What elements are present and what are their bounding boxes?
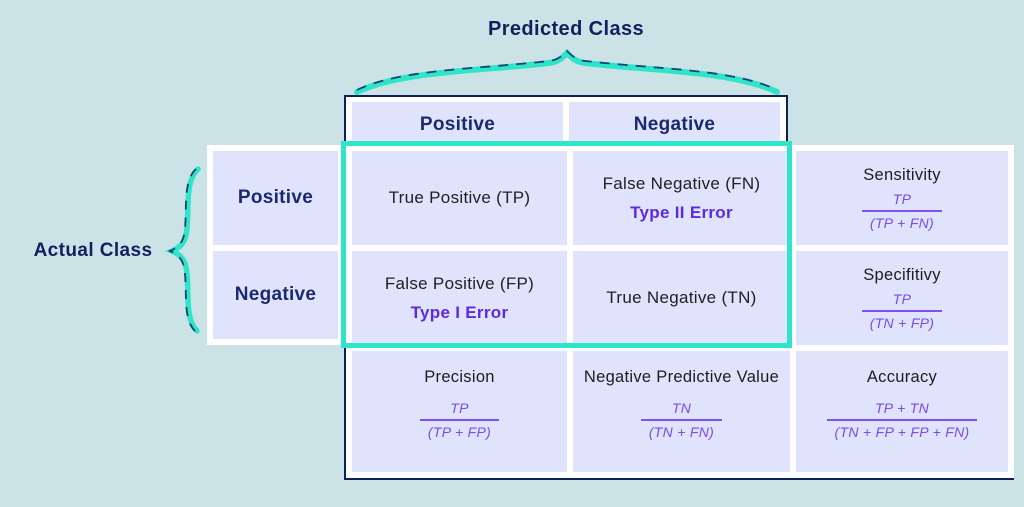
actual-positive-header: Positive <box>213 151 338 245</box>
negative-predictive-value-denominator: (TN + FN) <box>640 419 723 440</box>
predicted-positive-header: Positive <box>352 102 563 147</box>
specificity-cell: Specifitivy TP (TN + FP) <box>796 251 1008 345</box>
type-1-error-label: Type I Error <box>410 302 509 322</box>
false-negative-label: False Negative (FN) <box>602 174 761 194</box>
negative-predictive-value-title: Negative Predictive Value <box>583 367 780 386</box>
actual-header-column: Positive Negative <box>207 145 344 345</box>
predicted-brace-dash-icon <box>356 49 778 91</box>
precision-denominator: (TP + FP) <box>419 419 500 440</box>
precision-cell: Precision TP (TP + FP) <box>352 351 567 472</box>
specificity-denominator: (TN + FP) <box>861 309 943 331</box>
sensitivity-title: Sensitivity <box>863 166 941 185</box>
actual-class-label: Actual Class <box>33 240 153 261</box>
negative-predictive-value-cell: Negative Predictive Value TN (TN + FN) <box>573 351 790 472</box>
type-2-error-label: Type II Error <box>630 202 733 222</box>
accuracy-cell: Accuracy TP + TN (TN + FP + FP + FN) <box>796 351 1008 472</box>
sensitivity-formula: TP (TP + FN) <box>861 190 942 231</box>
sensitivity-numerator: TP <box>892 190 912 207</box>
negative-predictive-value-formula: TN (TN + FN) <box>640 400 723 440</box>
accuracy-title: Accuracy <box>866 367 938 386</box>
sensitivity-denominator: (TP + FN) <box>861 209 942 231</box>
specificity-numerator: TP <box>892 290 912 307</box>
false-positive-cell: False Positive (FP) Type I Error <box>352 251 567 345</box>
predicted-negative-header: Negative <box>569 102 780 147</box>
predicted-header-row: Positive Negative <box>344 95 788 147</box>
precision-formula: TP (TP + FP) <box>419 400 500 440</box>
actual-negative-header: Negative <box>213 251 338 339</box>
false-positive-label: False Positive (FP) <box>384 274 535 294</box>
accuracy-formula: TP + TN (TN + FP + FP + FN) <box>826 400 978 440</box>
sensitivity-cell: Sensitivity TP (TP + FN) <box>796 151 1008 245</box>
accuracy-denominator: (TN + FP + FP + FN) <box>826 419 978 440</box>
false-negative-cell: False Negative (FN) Type II Error <box>573 151 790 245</box>
true-positive-cell: True Positive (TP) <box>352 151 567 245</box>
specificity-formula: TP (TN + FP) <box>861 290 943 331</box>
precision-numerator: TP <box>450 400 469 417</box>
true-positive-label: True Positive (TP) <box>388 188 531 208</box>
actual-brace-dash-icon <box>167 168 197 332</box>
true-negative-label: True Negative (TN) <box>606 288 757 308</box>
matrix-table: True Positive (TP) False Negative (FN) T… <box>344 145 1014 480</box>
precision-title: Precision <box>424 367 495 386</box>
accuracy-numerator: TP + TN <box>874 400 930 417</box>
specificity-title: Specifitivy <box>863 266 941 285</box>
predicted-brace-icon <box>354 48 780 95</box>
true-negative-cell: True Negative (TN) <box>573 251 790 345</box>
predicted-class-label: Predicted Class <box>487 18 645 40</box>
negative-predictive-value-numerator: TN <box>671 400 692 417</box>
actual-brace-icon <box>165 166 201 334</box>
